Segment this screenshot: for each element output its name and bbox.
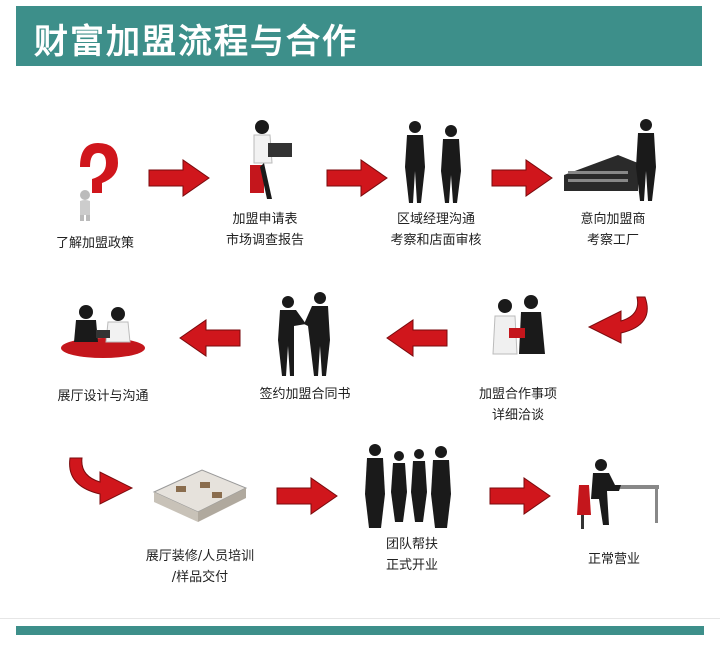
step-label: 正常营业	[524, 549, 704, 570]
title-bar: 财富加盟流程与合作	[16, 6, 702, 66]
page-title: 财富加盟流程与合作	[34, 22, 358, 62]
step-label: 加盟合作事项 详细洽谈	[428, 384, 608, 426]
curved-arrow-icon	[66, 456, 136, 508]
step-regional-manager: 区域经理沟通 考察和店面审核	[346, 115, 526, 251]
arrow-right-icon	[488, 476, 552, 516]
step-sign-contract: 签约加盟合同书	[215, 290, 395, 405]
step-label: 展厅设计与沟通	[13, 386, 193, 407]
handshake-icon	[250, 290, 360, 380]
step-normal-operation: 正常营业	[524, 455, 704, 570]
arrow-right-icon	[275, 476, 339, 516]
step-label: 了解加盟政策	[5, 233, 185, 254]
step-line-1: 加盟合作事项	[478, 387, 557, 402]
arrow-right-icon	[325, 158, 389, 198]
step-visit-factory: 意向加盟商 考察工厂	[523, 115, 703, 251]
step-line-1: 加盟申请表	[232, 212, 298, 227]
step-team-support: 团队帮扶 正式开业	[322, 440, 502, 576]
step-renovation-training: 展厅装修/人员培训 /样品交付	[110, 460, 290, 588]
step-line-1: 正常营业	[587, 552, 640, 567]
two-businessmen-icon	[381, 115, 491, 205]
step-application: 加盟申请表 市场调查报告	[175, 115, 355, 251]
footer-bar	[16, 626, 704, 635]
step-label: 区域经理沟通 考察和店面审核	[346, 209, 526, 251]
step-line-1: 展厅装修/人员培训	[145, 549, 255, 564]
showroom-floorplan-icon	[150, 460, 250, 530]
step-line-1: 区域经理沟通	[396, 212, 475, 227]
step-understand-policy: 了解加盟政策	[5, 135, 185, 254]
step-label: 展厅装修/人员培训 /样品交付	[110, 546, 290, 588]
meeting-couple-icon	[463, 290, 573, 380]
step-label: 团队帮扶 正式开业	[322, 534, 502, 576]
arrow-right-icon	[147, 158, 211, 198]
designers-desk-icon	[48, 296, 158, 386]
divider	[0, 618, 720, 619]
question-mark-figure-icon	[40, 135, 150, 225]
arrow-left-icon	[385, 318, 449, 358]
step-line-2: /样品交付	[171, 570, 229, 585]
step-line-2: 市场调查报告	[225, 233, 304, 248]
step-line-1: 展厅设计与沟通	[57, 389, 149, 404]
arrow-left-icon	[178, 318, 242, 358]
step-line-1: 团队帮扶	[385, 537, 438, 552]
step-line-1: 签约加盟合同书	[259, 387, 351, 402]
step-line-2: 正式开业	[385, 558, 438, 573]
curved-arrow-icon	[585, 295, 655, 347]
woman-laptop-icon	[210, 115, 320, 205]
step-line-1: 意向加盟商	[580, 212, 646, 227]
step-line-2: 详细洽谈	[491, 408, 544, 423]
step-showroom-design: 展厅设计与沟通	[13, 296, 193, 407]
step-line-2: 考察工厂	[586, 233, 639, 248]
step-line-2: 考察和店面审核	[390, 233, 482, 248]
step-label: 签约加盟合同书	[215, 384, 395, 405]
step-cooperation-details: 加盟合作事项 详细洽谈	[428, 290, 608, 426]
step-line-1: 了解加盟政策	[55, 236, 134, 251]
arrow-right-icon	[490, 158, 554, 198]
business-team-icon	[357, 440, 467, 530]
step-label: 意向加盟商 考察工厂	[523, 209, 703, 251]
factory-businessman-icon	[558, 115, 668, 205]
office-desk-icon	[559, 455, 669, 545]
step-label: 加盟申请表 市场调查报告	[175, 209, 355, 251]
